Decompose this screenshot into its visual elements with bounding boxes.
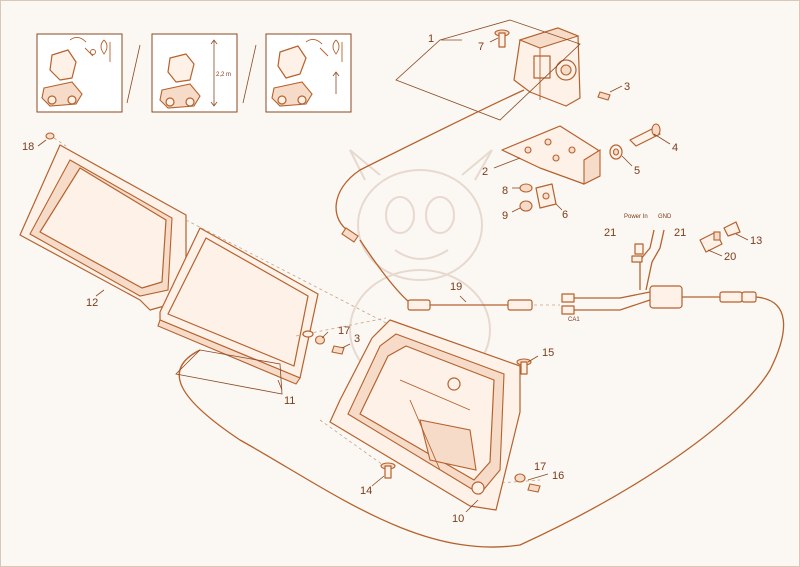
- label-part-2: 2: [482, 166, 488, 178]
- camera-cable: [335, 89, 525, 233]
- washer-3-mid: [302, 330, 314, 338]
- label-part-3-mid: 3: [354, 333, 360, 345]
- label-part-16: 16: [552, 470, 564, 482]
- leader-lines: [37, 37, 749, 513]
- camera-callout-outline: [395, 19, 581, 121]
- dash-line-18: [53, 137, 67, 147]
- camera-unit: [513, 27, 581, 107]
- wire-labels: Power In GND CA1: [568, 214, 672, 323]
- display-callout-outline: [175, 349, 283, 395]
- height-label: 2,2 m: [216, 72, 231, 78]
- instruction-panel-3: [265, 33, 352, 113]
- power-in-label: Power In: [624, 214, 648, 220]
- label-part-18: 18: [22, 141, 34, 153]
- dash-line-1: [185, 219, 393, 327]
- label-part-21-left: 21: [604, 227, 616, 239]
- connector-part-13: [723, 221, 741, 237]
- label-part-3-top: 3: [624, 81, 630, 93]
- instruction-panel-2: 2,2 m: [151, 33, 238, 113]
- display-frame-part-12: [19, 144, 187, 311]
- screw-part-18: [45, 132, 55, 140]
- label-part-12: 12: [86, 297, 98, 309]
- label-part-5: 5: [634, 165, 640, 177]
- nut-part-8: [519, 183, 533, 193]
- screw-part-16: [527, 483, 541, 493]
- screw-part-15: [516, 358, 532, 375]
- display-screen-part-11: [157, 227, 319, 385]
- label-part-1: 1: [428, 33, 434, 45]
- bolt-part-4: [629, 123, 661, 147]
- washer-part-5: [609, 144, 623, 160]
- screw-part-7: [494, 29, 510, 48]
- mount-bracket: [501, 125, 601, 185]
- label-part-11: 11: [284, 395, 295, 407]
- extension-cable: [407, 299, 533, 311]
- label-part-9: 9: [502, 210, 508, 222]
- screw-part-3-top: [597, 91, 611, 101]
- housing-part-10: [329, 319, 521, 511]
- screw-part-14: [380, 462, 396, 479]
- label-part-15: 15: [542, 347, 554, 359]
- label-part-4: 4: [672, 142, 678, 154]
- part-labels: 1 7 3 4 5 2 8 9 6 21 21 13 20 18 19 12 1…: [22, 33, 762, 525]
- instruction-panel-1: [36, 33, 123, 113]
- label-part-20: 20: [724, 251, 736, 263]
- nut-part-17-bottom: [514, 473, 526, 483]
- ca1-label: CA1: [568, 317, 580, 323]
- label-part-6: 6: [562, 209, 568, 221]
- label-part-17-bottom: 17: [534, 461, 546, 473]
- long-cable-loop: [178, 296, 785, 548]
- cable-segment: [359, 239, 415, 307]
- label-part-21-right: 21: [674, 227, 686, 239]
- separator-slash-1: [126, 44, 141, 104]
- screw-part-3-mid: [331, 345, 345, 355]
- label-part-17-top: 17: [338, 325, 350, 337]
- camera-cable-connector: [341, 227, 359, 243]
- label-part-14: 14: [360, 485, 372, 497]
- gnd-label: GND: [658, 214, 672, 220]
- label-part-10: 10: [452, 513, 464, 525]
- label-part-8: 8: [502, 185, 508, 197]
- label-part-13: 13: [750, 235, 762, 247]
- dash-line-3: [319, 419, 391, 471]
- clamp-part-6: [535, 183, 557, 209]
- wiring-harness: [561, 229, 757, 315]
- nut-part-9: [519, 200, 533, 212]
- label-part-7: 7: [478, 41, 484, 53]
- connector-part-20: [699, 231, 723, 253]
- label-part-19: 19: [450, 281, 462, 293]
- separator-slash-2: [242, 44, 257, 104]
